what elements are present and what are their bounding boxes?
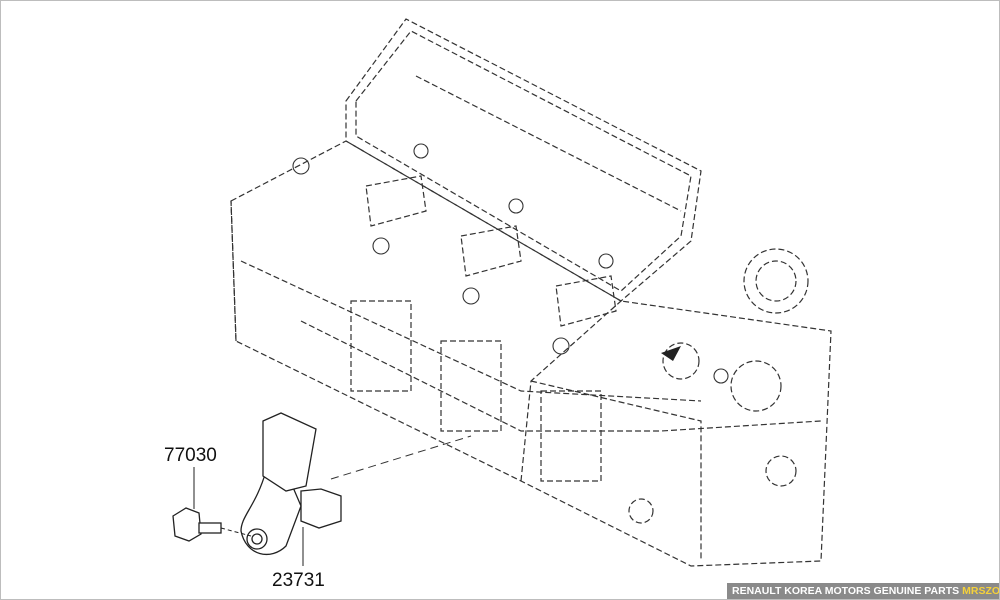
bolt-drawing xyxy=(172,507,222,542)
banner-brand: MRSZONE xyxy=(962,585,1000,597)
callout-leaders xyxy=(193,467,304,566)
camshaft-sensor-drawing xyxy=(240,412,342,555)
watermark-banner: RENAULT KOREA MOTORS GENUINE PARTS MRSZO… xyxy=(727,583,999,599)
callout-23731[interactable]: 23731 xyxy=(272,570,325,591)
install-leader-line xyxy=(330,435,472,480)
engine-block xyxy=(230,18,832,567)
banner-text: RENAULT KOREA MOTORS GENUINE PARTS xyxy=(732,585,960,597)
callout-77030[interactable]: 77030 xyxy=(164,445,217,466)
bolt-details xyxy=(292,143,729,384)
install-arrow xyxy=(661,346,681,361)
